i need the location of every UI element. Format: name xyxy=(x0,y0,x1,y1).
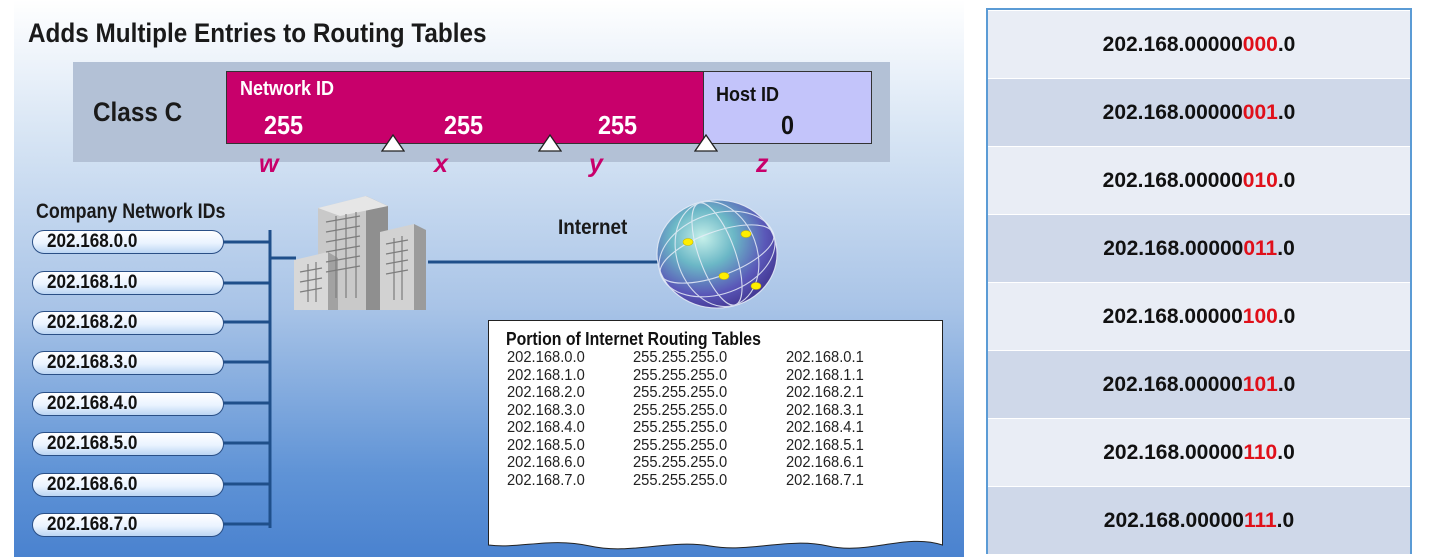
routing-table-cell: 202.168.3.1 xyxy=(786,401,864,419)
routing-table-cell: 255.255.255.0 xyxy=(633,401,728,419)
address-text: 202.168.00000101.0 xyxy=(1103,373,1296,397)
routing-table-cell: 255.255.255.0 xyxy=(633,419,728,436)
subnet-bits: 110 xyxy=(1243,440,1278,464)
address-prefix: 202.168.00000 xyxy=(1102,32,1243,56)
routing-table-cell: 202.168.2.0 xyxy=(507,384,585,401)
table-row: 202.168.00000101.0 xyxy=(988,350,1410,418)
subnet-bits: 100 xyxy=(1242,304,1278,328)
network-id-pill: 202.168.0.0 xyxy=(32,230,224,254)
building-icon xyxy=(294,196,426,310)
octet-letter-w: w xyxy=(259,150,279,178)
routing-table-cell: 202.168.7.0 xyxy=(507,471,585,489)
octet-4-value: 0 xyxy=(781,110,795,140)
network-id-pill: 202.168.2.0 xyxy=(32,311,224,335)
address-prefix: 202.168.00000 xyxy=(1102,372,1243,396)
address-suffix: .0 xyxy=(1277,100,1296,124)
address-suffix: .0 xyxy=(1277,372,1296,396)
routing-table-cell: 202.168.5.1 xyxy=(786,436,864,454)
address-text: 202.168.00000010.0 xyxy=(1103,169,1296,193)
table-row: 202.168.00000000.0 xyxy=(988,10,1410,78)
address-text: 202.168.00000110.0 xyxy=(1103,441,1295,465)
routing-table-cell: 202.168.7.1 xyxy=(786,471,864,489)
subnet-bits: 111 xyxy=(1243,508,1277,532)
routing-table-cell: 202.168.5.0 xyxy=(507,436,585,454)
routing-table-cell: 202.168.6.0 xyxy=(507,454,585,471)
routing-table-cell: 202.168.6.1 xyxy=(786,454,864,471)
octet-letter-y: y xyxy=(589,150,603,178)
octet-2-value: 255 xyxy=(444,110,484,140)
class-label: Class C xyxy=(93,97,183,127)
routing-table-cell: 255.255.255.0 xyxy=(633,349,728,366)
octet-3-value: 255 xyxy=(598,110,638,140)
table-row: 202.168.00000111.0 xyxy=(988,486,1410,554)
octet-1-value: 255 xyxy=(264,110,304,140)
address-suffix: .0 xyxy=(1277,304,1296,328)
routing-table-cell: 255.255.255.0 xyxy=(633,454,728,471)
network-id-label: Network ID xyxy=(240,78,335,100)
address-prefix: 202.168.00000 xyxy=(1103,440,1244,464)
network-id-pill: 202.168.7.0 xyxy=(32,513,224,537)
table-row: 202.168.00000011.0 xyxy=(988,214,1410,282)
diagram-panel: Adds Multiple Entries to Routing Tables … xyxy=(14,0,964,557)
host-id-box xyxy=(703,71,872,144)
network-links xyxy=(208,230,662,528)
octet-boundary-marker xyxy=(538,134,562,152)
subnet-bits: 010 xyxy=(1242,168,1278,192)
routing-table-cell: 202.168.1.1 xyxy=(786,366,864,384)
routing-table-cell: 202.168.0.0 xyxy=(507,349,585,366)
table-row: 202.168.00000110.0 xyxy=(988,418,1410,486)
octet-letter-x: x xyxy=(434,150,448,178)
network-id-pill: 202.168.4.0 xyxy=(32,392,224,416)
network-id-pill: 202.168.3.0 xyxy=(32,351,224,375)
address-suffix: .0 xyxy=(1277,32,1296,56)
routing-table-cell: 202.168.1.0 xyxy=(507,366,585,384)
octet-letter-z: z xyxy=(756,150,769,178)
globe-icon xyxy=(656,199,778,309)
company-network-ids-title: Company Network IDs xyxy=(36,200,226,223)
octet-boundary-marker xyxy=(694,134,718,152)
table-row: 202.168.00000010.0 xyxy=(988,146,1410,214)
subnet-bits: 000 xyxy=(1242,32,1278,56)
network-id-pill: 202.168.5.0 xyxy=(32,432,224,456)
subnet-bits: 011 xyxy=(1243,236,1278,260)
octet-boundary-marker xyxy=(381,134,405,152)
address-suffix: .0 xyxy=(1276,508,1295,532)
routing-table-cell: 202.168.2.1 xyxy=(786,384,864,401)
address-prefix: 202.168.00000 xyxy=(1103,236,1244,260)
routing-table-cell: 202.168.3.0 xyxy=(507,401,585,419)
routing-table-cell: 255.255.255.0 xyxy=(633,436,728,454)
address-suffix: .0 xyxy=(1277,440,1295,464)
address-prefix: 202.168.00000 xyxy=(1102,304,1243,328)
address-suffix: .0 xyxy=(1277,236,1295,260)
network-id-pill: 202.168.6.0 xyxy=(32,473,224,497)
host-id-label: Host ID xyxy=(716,84,779,106)
address-prefix: 202.168.00000 xyxy=(1102,168,1243,192)
network-id-pill: 202.168.1.0 xyxy=(32,271,224,295)
internet-label: Internet xyxy=(558,216,628,239)
routing-table-box xyxy=(488,320,943,550)
table-row: 202.168.00000001.0 xyxy=(988,78,1410,146)
routing-table-cell: 255.255.255.0 xyxy=(633,366,728,384)
address-text: 202.168.00000100.0 xyxy=(1103,305,1296,329)
subnet-bits: 001 xyxy=(1242,100,1278,124)
routing-table-cell: 202.168.4.0 xyxy=(507,419,585,436)
routing-table-cell: 255.255.255.0 xyxy=(633,384,728,401)
address-text: 202.168.00000111.0 xyxy=(1104,509,1294,533)
address-prefix: 202.168.00000 xyxy=(1102,100,1243,124)
address-prefix: 202.168.00000 xyxy=(1103,508,1244,532)
address-text: 202.168.00000001.0 xyxy=(1103,101,1296,125)
routing-table-title: Portion of Internet Routing Tables xyxy=(506,329,761,349)
table-row: 202.168.00000100.0 xyxy=(988,282,1410,350)
address-text: 202.168.00000000.0 xyxy=(1103,33,1296,57)
routing-table-cell: 202.168.0.1 xyxy=(786,349,864,366)
address-text: 202.168.00000011.0 xyxy=(1103,237,1295,261)
slide-title: Adds Multiple Entries to Routing Tables xyxy=(28,18,487,48)
subnet-bits: 101 xyxy=(1242,372,1278,396)
routing-table-cell: 255.255.255.0 xyxy=(633,471,728,489)
routing-table-cell: 202.168.4.1 xyxy=(786,419,864,436)
address-suffix: .0 xyxy=(1277,168,1296,192)
